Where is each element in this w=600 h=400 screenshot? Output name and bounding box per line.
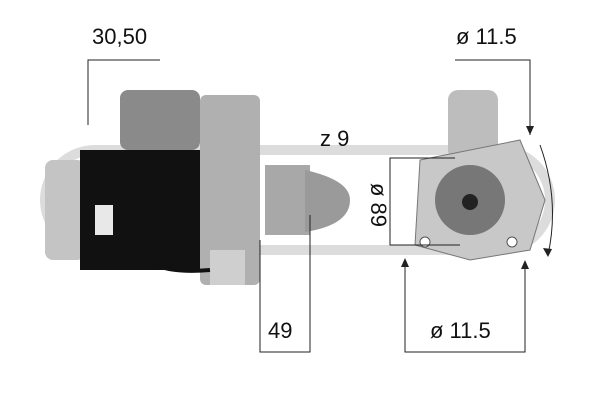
dimension-label-30-50: 30,50 xyxy=(92,24,148,49)
arrowheads xyxy=(401,126,552,269)
motor-front-view xyxy=(414,90,546,261)
motor-side-view xyxy=(45,90,350,285)
dimension-label-49: 49 xyxy=(268,318,293,343)
dimension-lines xyxy=(87,59,553,353)
dimension-label-hole-bottom: ø 11.5 xyxy=(430,318,491,343)
dimension-label-teeth: z 9 xyxy=(320,126,350,151)
dimension-label-diameter: ø 89 xyxy=(366,182,392,228)
dimension-label-hole-top: ø 11.5 xyxy=(456,24,517,49)
